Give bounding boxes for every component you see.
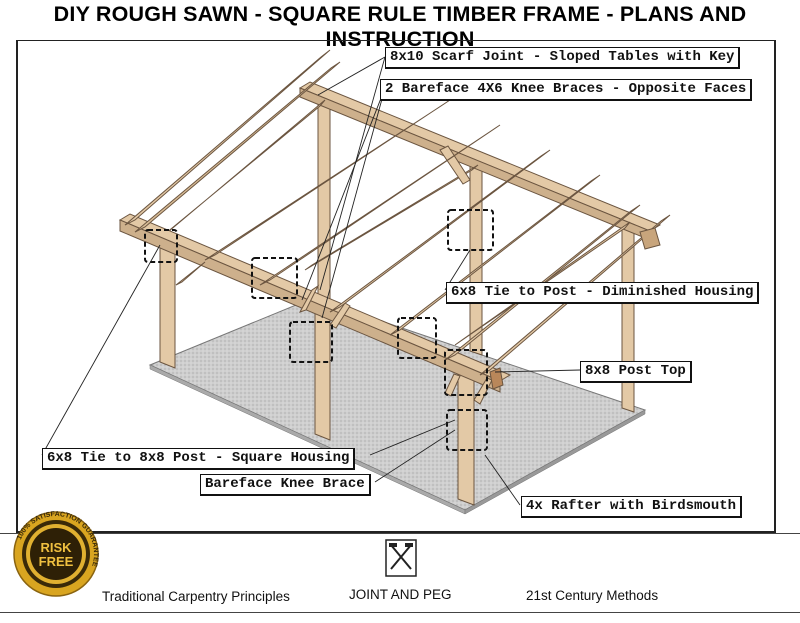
leader-tie-sq-2 bbox=[369, 419, 456, 456]
tie-mid bbox=[304, 164, 479, 271]
post-back-left bbox=[317, 94, 331, 316]
footer-right-tagline: 21st Century Methods bbox=[526, 588, 659, 603]
knee-brace-2 bbox=[298, 284, 320, 313]
leader-scarf-2 bbox=[319, 56, 386, 291]
footer-bottom-line bbox=[0, 612, 800, 613]
joint-box-3 bbox=[289, 321, 333, 363]
post-front-right bbox=[457, 359, 475, 506]
knee-brace-4 bbox=[444, 373, 461, 397]
callout-bareface-brace: Bareface Knee Brace bbox=[200, 474, 371, 496]
joint-box-7 bbox=[446, 409, 488, 451]
post-back-mid bbox=[469, 159, 483, 356]
satisfaction-guarantee-seal: 100% SATISFACTION GUARANTEE RISK FREE bbox=[13, 511, 99, 597]
callout-tie-square: 6x8 Tie to 8x8 Post - Square Housing bbox=[42, 448, 356, 470]
slab-edge-right bbox=[464, 409, 646, 515]
sheet-border-top bbox=[16, 40, 776, 41]
leader-knee-2 bbox=[321, 87, 386, 319]
tie-left bbox=[159, 99, 326, 239]
callout-scarf-joint: 8x10 Scarf Joint - Sloped Tables with Ke… bbox=[385, 47, 741, 69]
joint-box-5 bbox=[447, 209, 494, 251]
leader-scarf bbox=[317, 56, 386, 96]
sheet-border-left bbox=[16, 40, 18, 532]
footer-left-tagline: Traditional Carpentry Principles bbox=[102, 589, 290, 604]
post-front-left bbox=[159, 239, 176, 369]
knee-brace-1 bbox=[175, 261, 206, 286]
rafter-end bbox=[489, 367, 504, 390]
callout-knee-braces: 2 Bareface 4X6 Knee Braces - Opposite Fa… bbox=[380, 79, 753, 101]
rafter-tail bbox=[639, 227, 661, 250]
sheet-border-right bbox=[774, 40, 776, 532]
callout-tie-diminished: 6x8 Tie to Post - Diminished Housing bbox=[446, 282, 760, 304]
knee-brace-back bbox=[439, 145, 471, 185]
rafter-1 bbox=[124, 49, 331, 226]
leader-knee bbox=[301, 87, 386, 301]
joint-box-2 bbox=[251, 257, 298, 299]
leader-rafter bbox=[484, 454, 521, 506]
page-title: DIY ROUGH SAWN - SQUARE RULE TIMBER FRAM… bbox=[53, 2, 747, 51]
seal-badge bbox=[13, 511, 99, 597]
footer-brand-name: JOINT AND PEG bbox=[349, 587, 452, 602]
leader-bareface bbox=[374, 429, 456, 483]
rafter-5 bbox=[389, 174, 601, 336]
leader-tie-sq bbox=[41, 244, 161, 456]
callout-rafter: 4x Rafter with Birdsmouth bbox=[521, 496, 743, 518]
leader-post-top bbox=[494, 369, 581, 373]
joint-box-4 bbox=[397, 317, 437, 359]
rafter-1b bbox=[134, 61, 341, 233]
joint-and-peg-logo-icon bbox=[385, 539, 417, 577]
rafter-4 bbox=[329, 149, 551, 313]
joint-box-1 bbox=[144, 229, 178, 263]
footer-divider bbox=[0, 533, 800, 534]
knee-brace-3 bbox=[329, 302, 351, 329]
sheet-border-bottom bbox=[16, 531, 776, 533]
seal-center-bottom: FREE bbox=[39, 554, 74, 569]
joint-box-6 bbox=[444, 349, 488, 396]
callout-post-top: 8x8 Post Top bbox=[580, 361, 692, 383]
seal-center-top: RISK bbox=[40, 540, 72, 555]
rafter-3 bbox=[259, 124, 501, 286]
